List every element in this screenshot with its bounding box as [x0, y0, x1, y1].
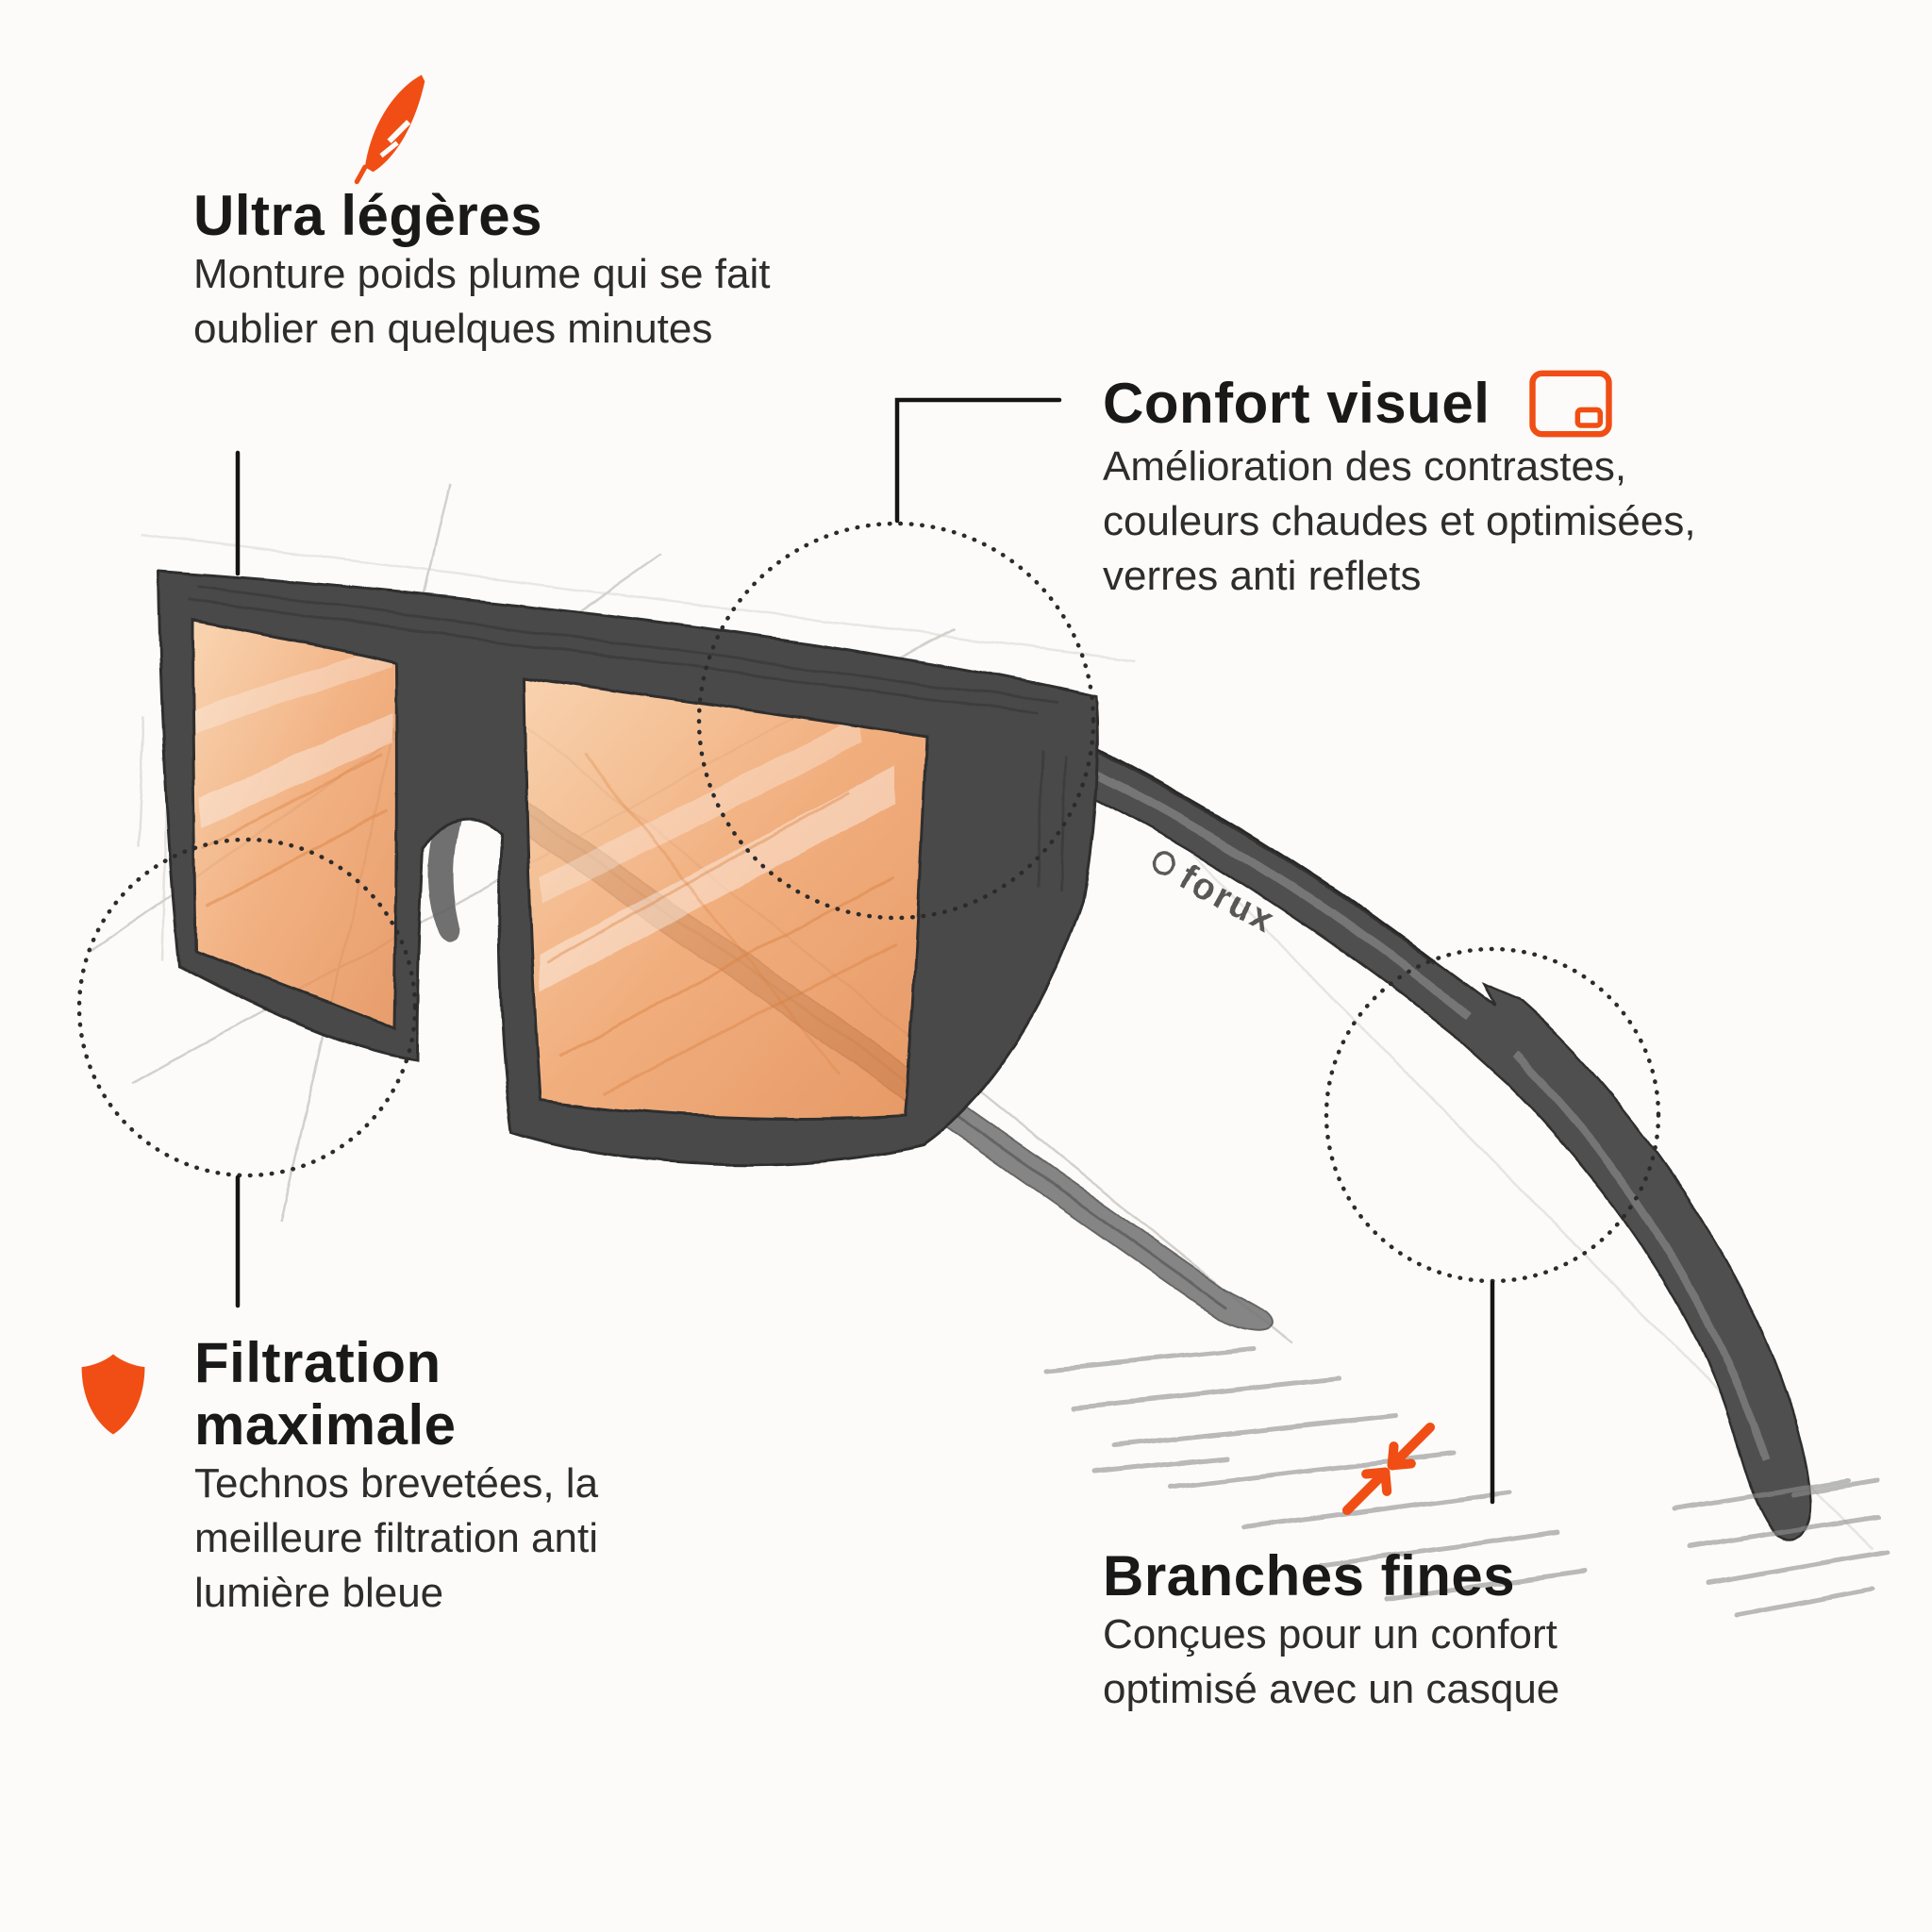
feature-description-visual-comfort: Amélioration des contrastes, couleurs ch…	[1103, 443, 1696, 600]
feather-icon	[352, 72, 816, 185]
feature-title-thin-temples: Branches fines	[1103, 1544, 1516, 1607]
feature-description-thin-temples: Conçues pour un confort optimisé avec un…	[1103, 1611, 1560, 1713]
feature-max-filtration: Filtration maximale Technos brevetées, l…	[77, 1332, 700, 1621]
frame-shading	[188, 585, 1068, 892]
temple-brand-mark	[1151, 851, 1175, 876]
lens-right	[525, 677, 926, 1119]
screen-frame-icon	[1527, 368, 1614, 440]
connector-visual-comfort	[894, 397, 1062, 524]
focus-circle-filtration	[76, 837, 418, 1178]
feature-title-max-filtration: Filtration maximale	[194, 1331, 457, 1457]
feature-description-ultra-light: Monture poids plume qui se fait oublier …	[193, 251, 771, 353]
nose-pad	[428, 800, 463, 943]
feature-thin-temples: Branches fines Conçues pour un confort o…	[1103, 1417, 1688, 1717]
feature-ultra-light: Ultra légères Monture poids plume qui se…	[193, 72, 816, 357]
frame-front	[157, 570, 1100, 1167]
feature-title-visual-comfort: Confort visuel	[1103, 372, 1491, 435]
near-temple-arm	[1072, 741, 1813, 1541]
feature-visual-comfort: Confort visuel Amélioration des contrast…	[1103, 368, 1763, 604]
connector-lines	[235, 397, 1495, 1505]
lens-left	[192, 621, 397, 1028]
focus-circle-visual-comfort	[696, 521, 1096, 921]
feature-description-max-filtration: Technos brevetées, la meilleure filtrati…	[194, 1460, 599, 1617]
shield-icon	[77, 1349, 149, 1440]
compress-arrows-icon	[1337, 1417, 1688, 1521]
feature-title-ultra-light: Ultra légères	[193, 184, 543, 247]
